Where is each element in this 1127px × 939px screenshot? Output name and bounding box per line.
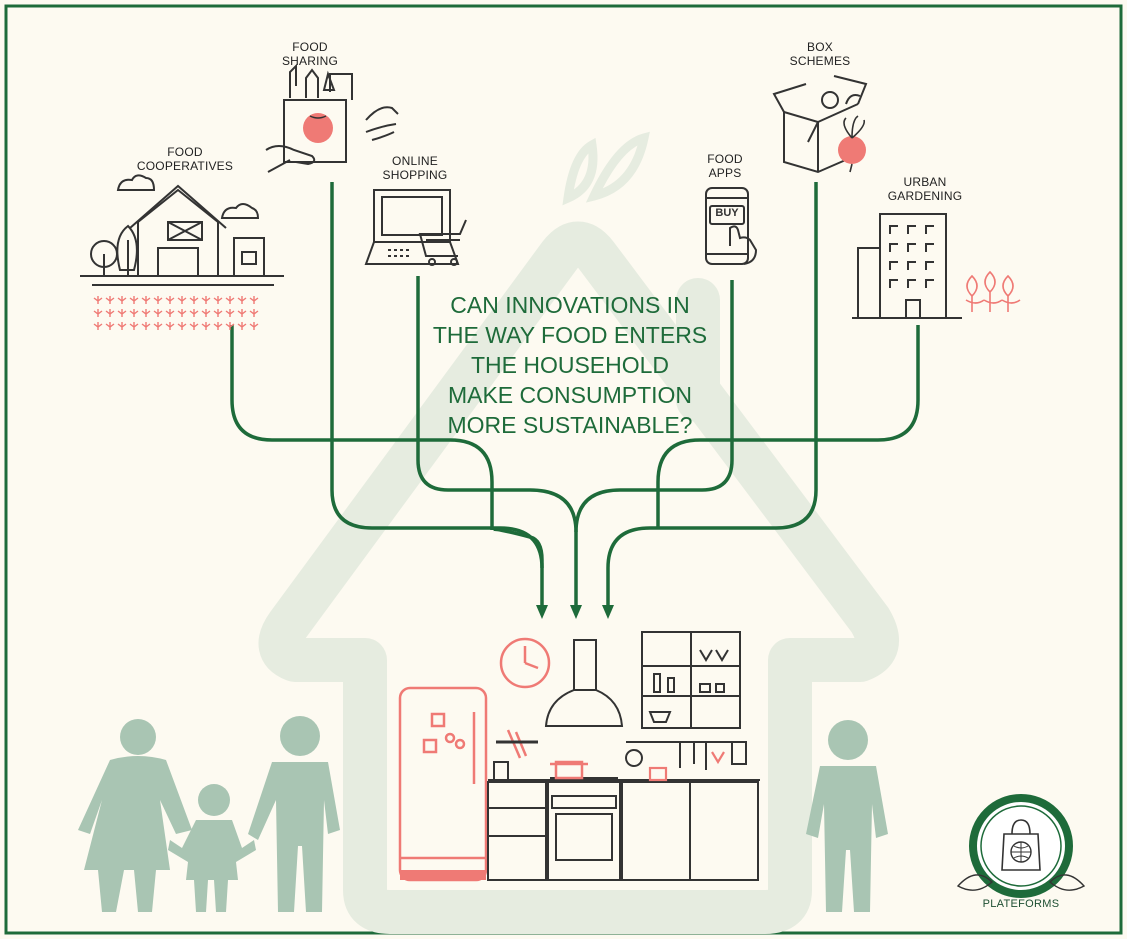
wall-cabinet-icon: [641, 631, 741, 729]
range-hood-icon: [544, 639, 624, 727]
crop-sprout: [189, 309, 199, 317]
crop-sprout: [225, 309, 235, 317]
crop-sprout: [201, 322, 211, 330]
crop-sprout: [117, 296, 127, 304]
label-online-shopping: ONLINE SHOPPING: [382, 154, 448, 182]
crop-sprout: [225, 296, 235, 304]
building-window: [925, 225, 934, 234]
crop-sprout: [177, 296, 187, 304]
tomato-stem: [309, 115, 327, 119]
crop-sprout: [105, 296, 115, 304]
building-window: [907, 279, 916, 288]
laptop-icon: [364, 189, 460, 265]
crop-sprout: [177, 322, 187, 330]
crop-sprout: [93, 309, 103, 317]
person-silhouette: [806, 720, 888, 912]
building-icon: [852, 213, 962, 319]
crop-sprout: [177, 309, 187, 317]
crop-sprout: [153, 309, 163, 317]
plateforms-logo: [956, 794, 1086, 898]
buy-button-label: BUY: [715, 207, 739, 219]
crop-sprout: [141, 309, 151, 317]
phone-icon: [705, 187, 758, 265]
crop-sprout: [93, 296, 103, 304]
beet-icon: [838, 136, 866, 164]
crop-sprout: [201, 309, 211, 317]
utensil-rail-icon: [625, 741, 747, 770]
crop-sprout: [213, 296, 223, 304]
building-window: [907, 225, 916, 234]
building-window: [925, 279, 934, 288]
knife-block-icon: [506, 729, 528, 759]
fridge-base: [400, 870, 486, 880]
crop-sprout: [225, 322, 235, 330]
crop-sprout: [237, 322, 247, 330]
crop-sprout: [141, 296, 151, 304]
building-window: [889, 279, 898, 288]
crop-sprout: [165, 309, 175, 317]
building-window: [889, 225, 898, 234]
crop-sprout: [249, 322, 259, 330]
crop-sprout: [201, 296, 211, 304]
building-window: [925, 261, 934, 270]
building-window: [925, 243, 934, 252]
flow-lines: [230, 182, 920, 619]
crop-sprout: [213, 322, 223, 330]
family-silhouette: [78, 716, 340, 912]
crop-sprout: [237, 309, 247, 317]
crop-sprout: [237, 296, 247, 304]
cup-icon: [648, 751, 725, 782]
counter-icon: [487, 761, 760, 881]
crop-sprout: [249, 296, 259, 304]
crop-sprout: [117, 322, 127, 330]
central-question: CAN INNOVATIONS IN THE WAY FOOD ENTERS T…: [432, 292, 708, 438]
crop-sprout: [129, 309, 139, 317]
crop-sprout: [93, 322, 103, 330]
clock-icon: [499, 637, 551, 689]
beet-leaves: [843, 115, 866, 173]
crop-sprout: [117, 309, 127, 317]
crop-sprout: [105, 322, 115, 330]
hand-icon: [265, 106, 399, 173]
building-window: [889, 243, 898, 252]
barn-icon: [80, 174, 284, 286]
crop-sprout: [213, 309, 223, 317]
crop-sprout: [189, 296, 199, 304]
box-icon: [772, 75, 868, 174]
building-window: [907, 261, 916, 270]
crop-sprout: [165, 296, 175, 304]
crop-rows: [93, 296, 259, 330]
crop-sprout: [105, 309, 115, 317]
label-food-cooperatives: FOOD COOPERATIVES: [136, 145, 234, 173]
logo-text: PLATEFORMS: [982, 898, 1060, 910]
leaf-icon: [562, 131, 650, 206]
bag-icon: [283, 63, 353, 163]
building-window: [889, 261, 898, 270]
crop-sprout: [165, 322, 175, 330]
crop-sprout: [129, 296, 139, 304]
label-food-sharing: FOOD SHARING: [281, 40, 339, 68]
pot-icon: [550, 760, 588, 780]
crop-sprout: [153, 296, 163, 304]
building-window: [907, 243, 916, 252]
label-food-apps: FOOD APPS: [707, 152, 743, 180]
tomato-icon: [303, 113, 333, 143]
label-box-schemes: BOX SCHEMES: [789, 40, 851, 68]
sprout-icon: [965, 270, 1021, 312]
crop-sprout: [153, 322, 163, 330]
house-outline: [258, 221, 899, 934]
crop-sprout: [129, 322, 139, 330]
building-windows: [889, 225, 934, 288]
label-urban-gardening: URBAN GARDENING: [887, 175, 963, 203]
cart-icon: [418, 219, 467, 266]
crop-sprout: [141, 322, 151, 330]
crop-sprout: [249, 309, 259, 317]
crop-sprout: [189, 322, 199, 330]
